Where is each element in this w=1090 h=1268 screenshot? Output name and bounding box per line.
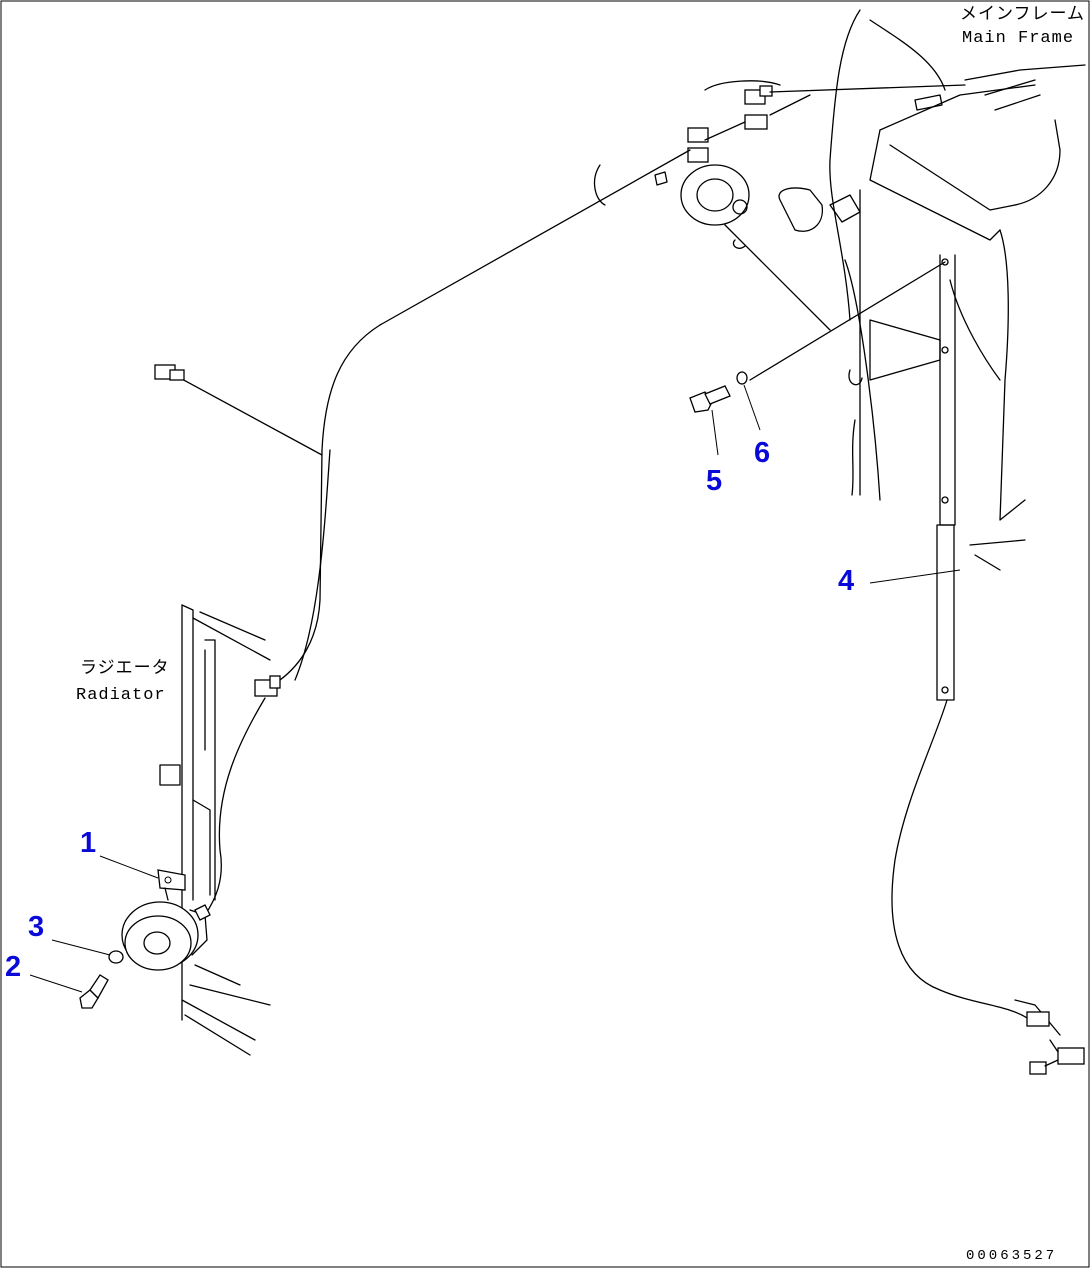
- callout-2: 2: [5, 951, 22, 983]
- main-frame-label-jp: メインフレーム: [960, 6, 1085, 25]
- radiator-label-en: Radiator: [76, 686, 166, 705]
- bracket-and-fasteners: [689, 258, 1085, 1075]
- wire-harness: [154, 149, 691, 916]
- callout-1: 1: [80, 827, 97, 859]
- main-frame-label-en: Main Frame: [962, 29, 1075, 48]
- radiator-label-jp: ラジエータ: [80, 660, 170, 679]
- callout-5: 5: [706, 465, 723, 497]
- radiator-and-horn: [29, 604, 271, 1056]
- document-id: 00063527: [966, 1248, 1058, 1264]
- callout-6: 6: [754, 437, 771, 469]
- callout-4: 4: [838, 565, 855, 597]
- callout-3: 3: [28, 911, 45, 943]
- main-frame-drawing: [593, 9, 1086, 571]
